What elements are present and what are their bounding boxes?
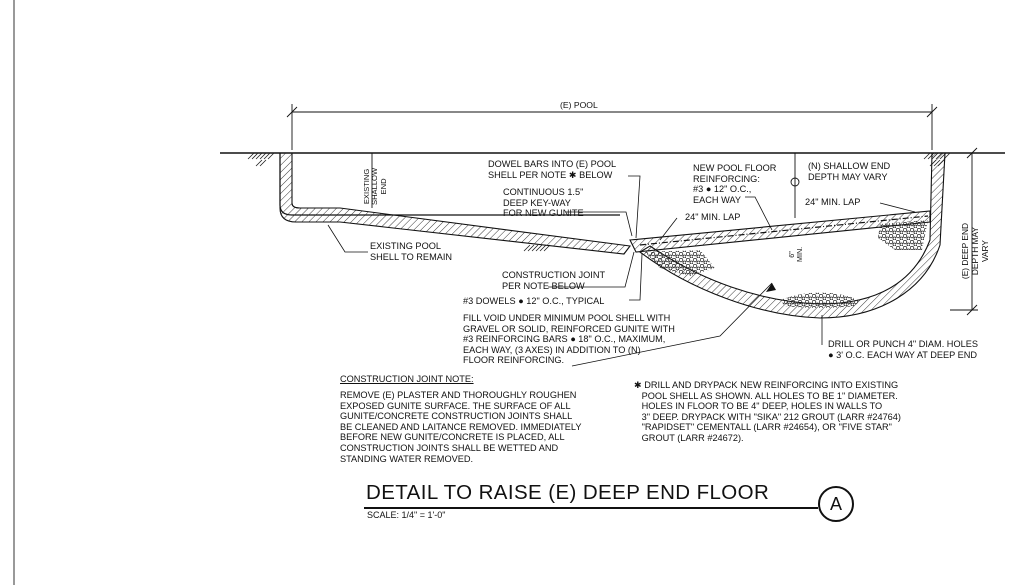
deep-end-dimension bbox=[950, 147, 978, 316]
keyway-label: CONTINUOUS 1.5" DEEP KEY-WAY FOR NEW GUN… bbox=[503, 187, 584, 219]
drill-drypack-note: ✱ DRILL AND DRYPACK NEW REINFORCING INTO… bbox=[634, 380, 901, 443]
title-underline bbox=[364, 507, 818, 509]
lap-label-2: 24" MIN. LAP bbox=[805, 197, 861, 207]
existing-shell-deep bbox=[639, 152, 946, 319]
gravel-fill-2 bbox=[878, 220, 928, 250]
min-depth-label: 6" MIN. bbox=[787, 246, 804, 262]
detail-badge: A bbox=[818, 486, 854, 522]
dowels-label: #3 DOWELS ● 12" O.C., TYPICAL bbox=[463, 296, 605, 306]
construction-joint-note-body: REMOVE (E) PLASTER AND THOROUGHLY ROUGHE… bbox=[340, 390, 582, 464]
construction-joint-note-title: CONSTRUCTION JOINT NOTE: bbox=[340, 374, 474, 384]
gravel-fill-1 bbox=[645, 250, 715, 276]
detail-title: DETAIL TO RAISE (E) DEEP END FLOOR bbox=[366, 481, 770, 504]
construction-joint-label: CONSTRUCTION JOINT PER NOTE BELOW bbox=[502, 270, 606, 291]
fill-void-label: FILL VOID UNDER MINIMUM POOL SHELL WITH … bbox=[463, 313, 675, 366]
gravel-fill-3 bbox=[780, 292, 860, 308]
existing-shell-label: EXISTING POOL SHELL TO REMAIN bbox=[370, 241, 453, 262]
leader-lines bbox=[327, 175, 916, 367]
dowel-bars-label: DOWEL BARS INTO (E) POOL SHELL PER NOTE … bbox=[488, 159, 617, 180]
shallow-end-label: EXISTING SHALLOW END bbox=[362, 167, 388, 205]
pool-dimension-label: (E) POOL bbox=[560, 100, 598, 110]
deep-end-depth-label: (E) DEEP END DEPTH MAY VARY bbox=[960, 222, 990, 280]
new-shallow-depth-label: (N) SHALLOW END DEPTH MAY VARY bbox=[808, 161, 891, 182]
detail-scale: SCALE: 1/4" = 1'-0" bbox=[367, 510, 446, 520]
new-floor-reinforcing-label: NEW POOL FLOOR REINFORCING: #3 ● 12" O.C… bbox=[693, 163, 777, 205]
drill-holes-label: DRILL OR PUNCH 4" DIAM. HOLES ● 3' O.C. … bbox=[828, 339, 978, 360]
floor-reinforcing bbox=[639, 215, 929, 246]
existing-shell-shallow bbox=[279, 152, 632, 255]
lap-label-1: 24" MIN. LAP bbox=[685, 212, 741, 222]
pool-dimension bbox=[286, 104, 938, 150]
